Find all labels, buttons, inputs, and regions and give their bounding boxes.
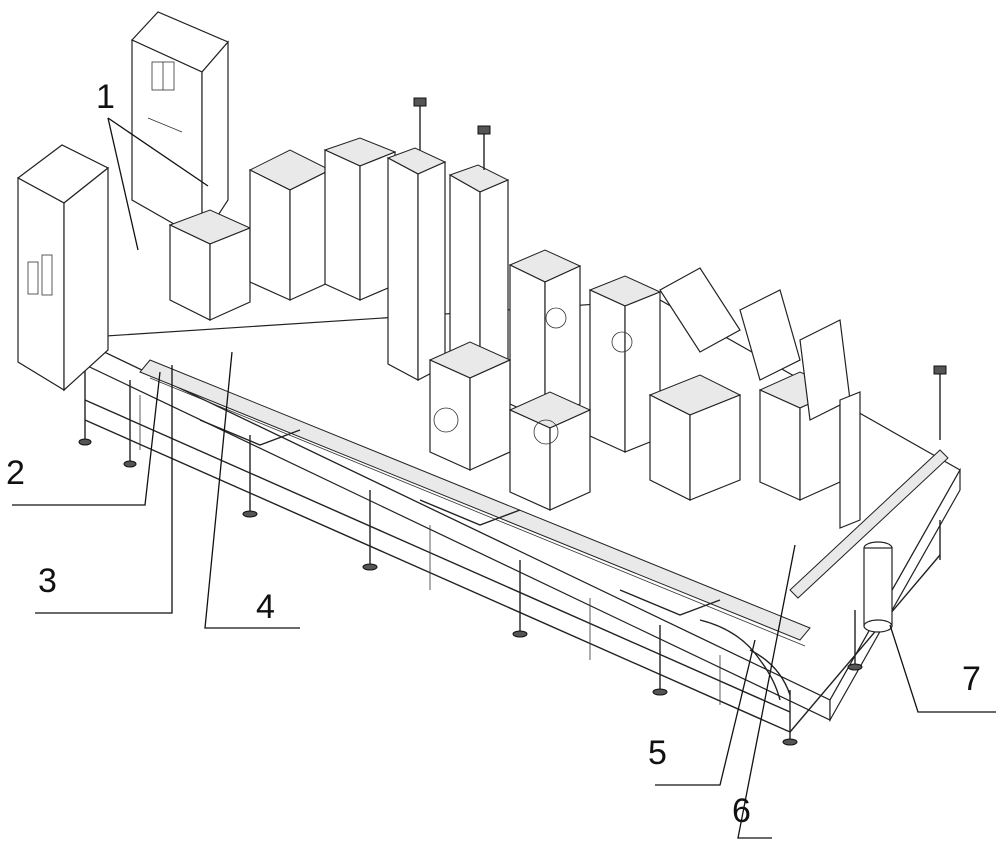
- callout-3: 3: [38, 562, 57, 600]
- callout-7: 7: [962, 660, 981, 698]
- callout-5: 5: [648, 734, 667, 772]
- callout-4: 4: [256, 588, 275, 626]
- callout-1: 1: [96, 78, 115, 116]
- leader-2: [12, 372, 160, 505]
- electrical-cabinet-rear: [132, 12, 228, 240]
- callout-2: 2: [6, 454, 25, 492]
- electrical-cabinet-left: [18, 145, 108, 390]
- callout-6: 6: [732, 792, 751, 830]
